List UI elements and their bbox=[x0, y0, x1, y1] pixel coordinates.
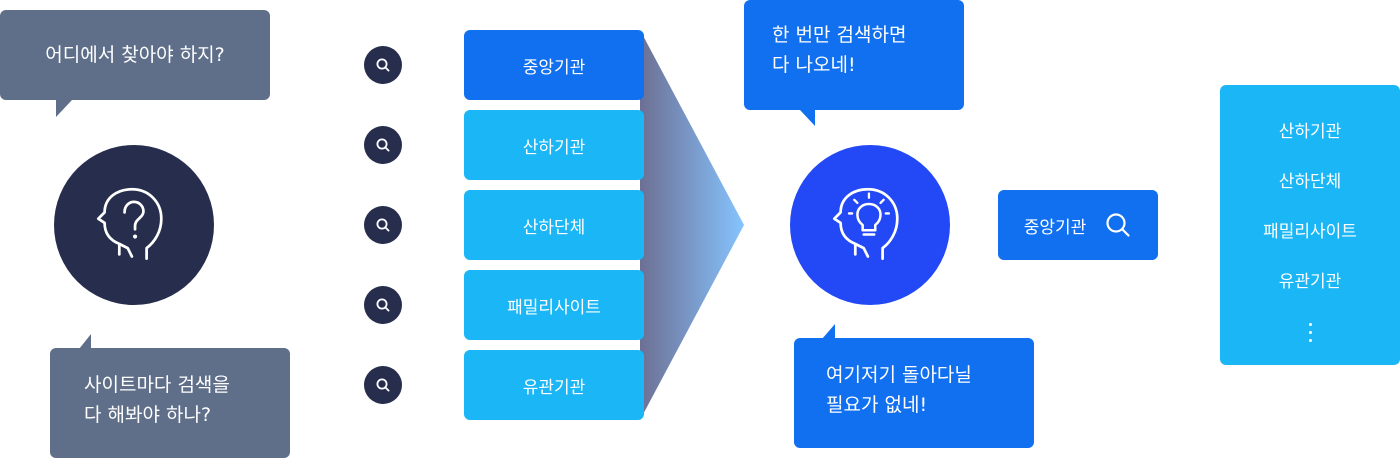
head-question-icon bbox=[96, 187, 163, 260]
site-pill-family-label: 패밀리사이트 bbox=[507, 297, 601, 318]
result-item-related: 유관기관 bbox=[1278, 272, 1342, 292]
answer-bubble-one-search: 한 번만 검색하면 다 나오네! bbox=[744, 0, 964, 110]
question-bubble-where: 어디에서 찾아야 하지? bbox=[0, 10, 270, 100]
question-where-text: 어디에서 찾아야 하지? bbox=[45, 44, 225, 66]
site-search-dot-5 bbox=[364, 366, 402, 404]
answer-one-search-line2: 다 나오네! bbox=[772, 54, 856, 76]
site-search-dot-1 bbox=[364, 46, 402, 84]
search-icon bbox=[376, 58, 390, 72]
site-search-dot-4 bbox=[364, 286, 402, 324]
result-item-org: 산하단체 bbox=[1278, 172, 1342, 192]
search-icon bbox=[1106, 213, 1130, 237]
answer-one-search-line1: 한 번만 검색하면 bbox=[772, 24, 907, 46]
answer-bubble-one-search-tail bbox=[800, 110, 815, 126]
site-search-dot-3 bbox=[364, 206, 402, 244]
result-item-family: 패밀리사이트 bbox=[1263, 222, 1357, 242]
question-bubble-each-site-tail bbox=[79, 334, 91, 349]
site-pill-org: 산하단체 bbox=[464, 190, 644, 260]
head-lightbulb-icon bbox=[832, 187, 899, 260]
answer-no-wander-line1: 여기저기 돌아다닐 bbox=[826, 364, 972, 386]
search-icon bbox=[376, 138, 390, 152]
unified-search-label: 중앙기관 bbox=[1023, 217, 1087, 238]
site-pill-family: 패밀리사이트 bbox=[464, 270, 644, 340]
search-icon bbox=[376, 298, 390, 312]
question-each-site-line2: 다 해봐야 하나? bbox=[84, 404, 212, 426]
result-item-affiliated: 산하기관 bbox=[1278, 122, 1342, 142]
satisfied-user-circle bbox=[790, 145, 950, 305]
question-each-site-line1: 사이트마다 검색을 bbox=[84, 374, 230, 396]
site-pill-org-label: 산하단체 bbox=[522, 217, 586, 238]
site-pill-related-label: 유관기관 bbox=[522, 377, 586, 398]
answer-no-wander-line2: 필요가 없네! bbox=[826, 394, 928, 416]
site-pill-affiliated: 산하기관 bbox=[464, 110, 644, 180]
search-icon bbox=[376, 218, 390, 232]
unified-search-box: 중앙기관 bbox=[998, 190, 1158, 260]
question-bubble-each-site: 사이트마다 검색을 다 해봐야 하나? bbox=[50, 348, 290, 458]
site-pill-affiliated-label: 산하기관 bbox=[522, 137, 586, 158]
search-results-panel: 산하기관 산하단체 패밀리사이트 유관기관 bbox=[1220, 85, 1400, 365]
answer-bubble-no-wander: 여기저기 돌아다닐 필요가 없네! bbox=[794, 338, 1034, 448]
confused-user-circle bbox=[54, 145, 214, 305]
answer-bubble-no-wander-tail bbox=[822, 324, 835, 339]
site-pill-related: 유관기관 bbox=[464, 350, 644, 420]
site-pill-central: 중앙기관 bbox=[464, 30, 644, 100]
site-search-dot-2 bbox=[364, 126, 402, 164]
funnel-arrow bbox=[640, 30, 744, 420]
more-vertical-icon bbox=[1308, 323, 1312, 342]
site-pill-central-label: 중앙기관 bbox=[522, 57, 586, 78]
question-bubble-where-tail bbox=[56, 100, 72, 117]
search-icon bbox=[376, 378, 390, 392]
